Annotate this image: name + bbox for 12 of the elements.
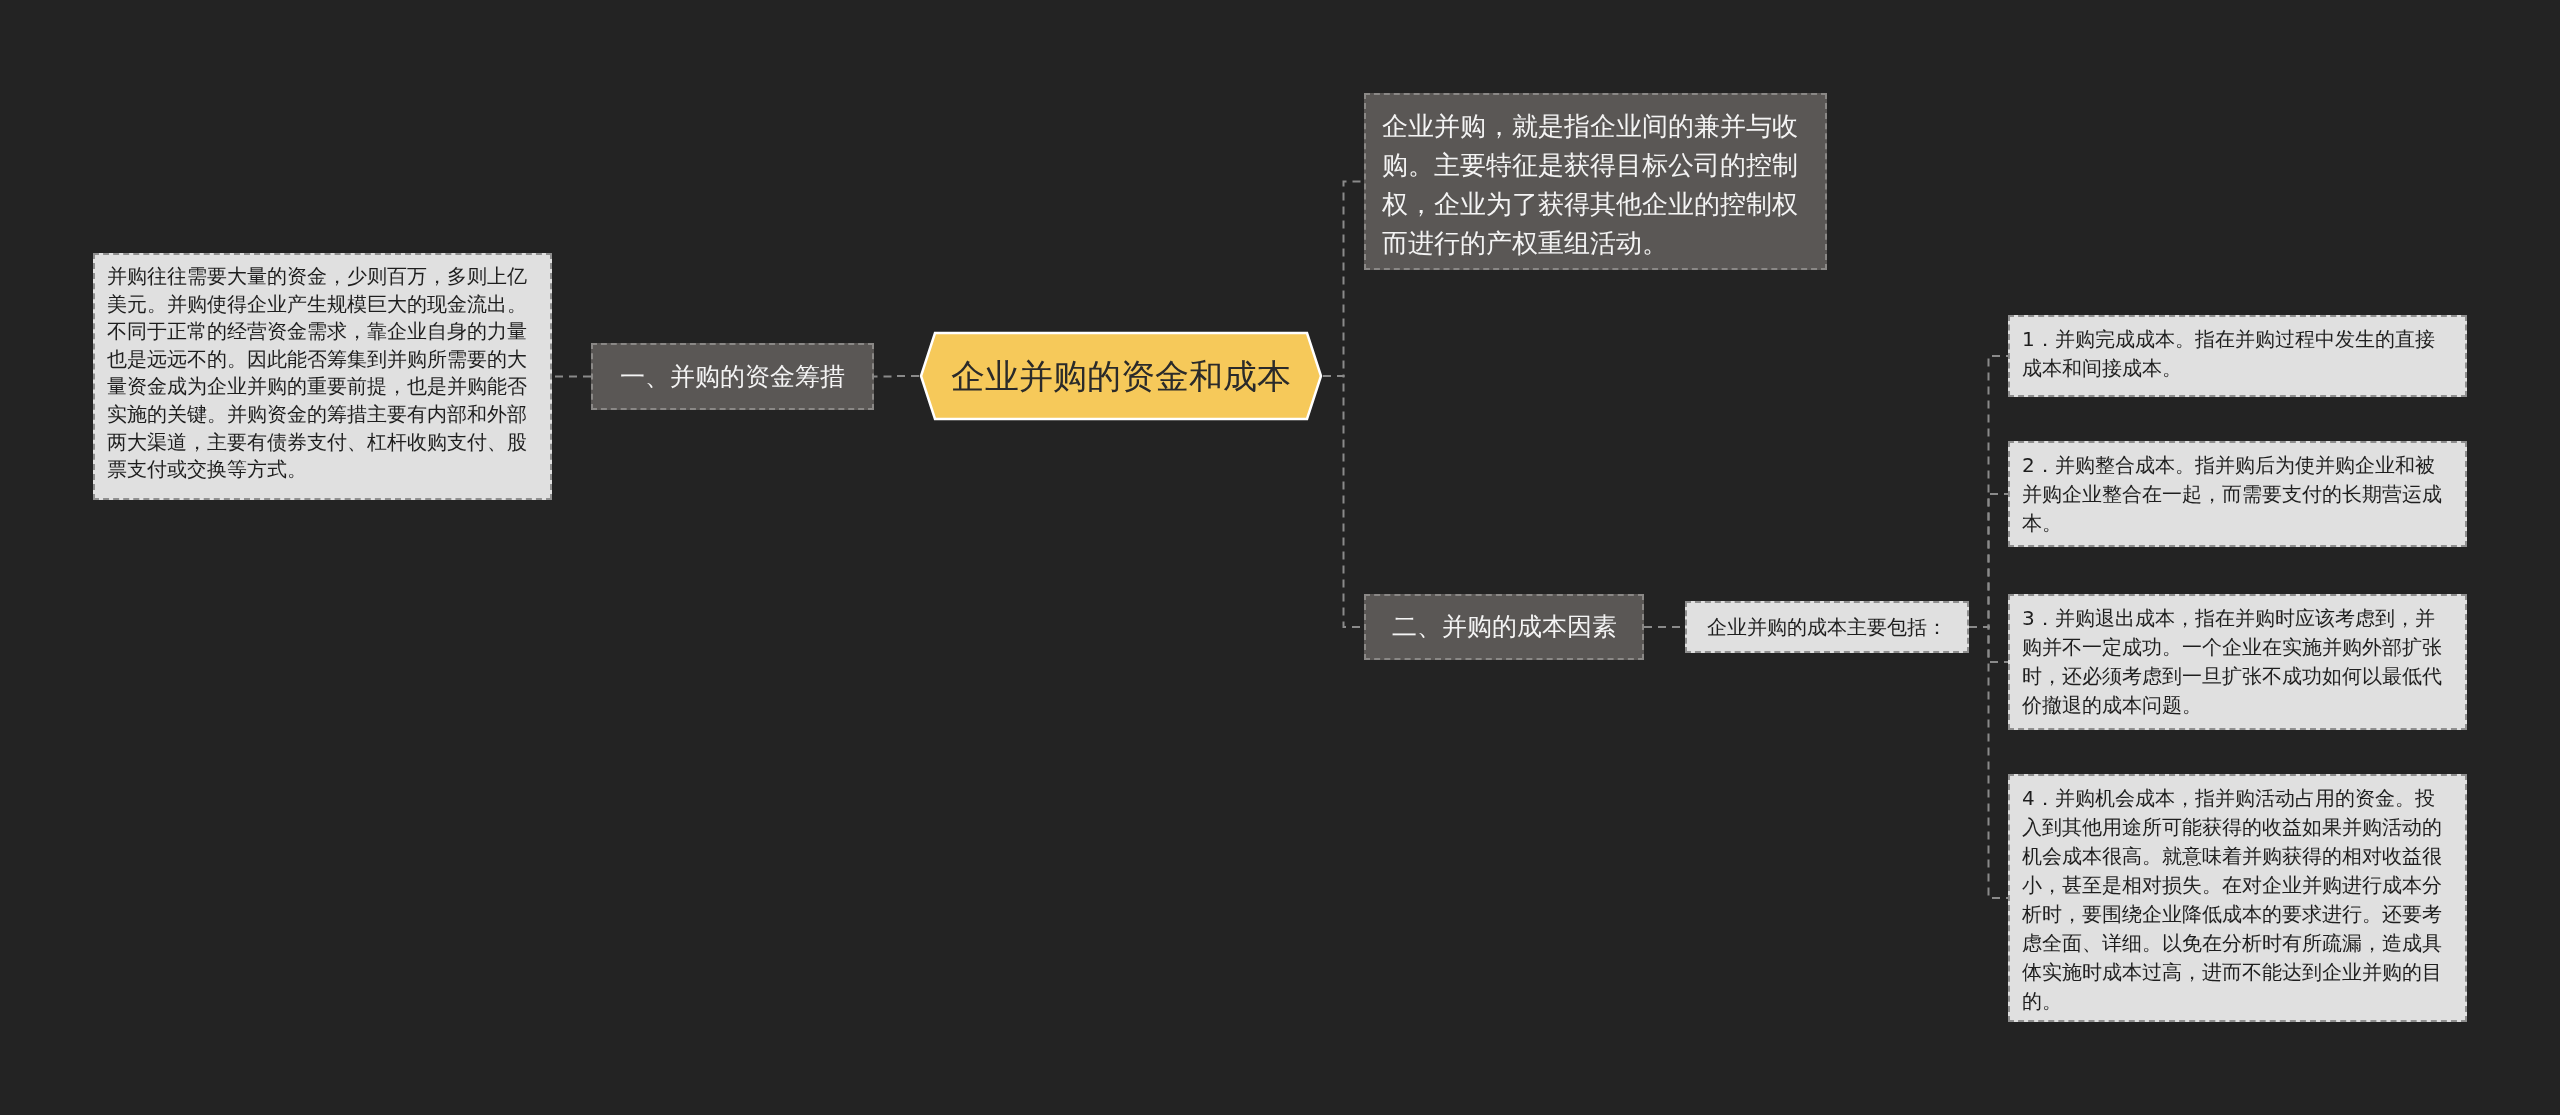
topic-box: 企业并购的成本主要包括： bbox=[1685, 601, 1969, 653]
topic-text: 并购往往需要大量的资金，少则百万，多则上亿美元。并购使得企业产生规模巨大的现金流出。不同于正常的经营资金需求，靠企业自身的力量也是远远不的。因此能否筹集到并购所需要的大量资金成为企业并购的重要前提，也是并购能否实施的关键。并购资金的筹措主要有内部和外部两大渠道，主要有债券支付、杠杆收购支付、股票支付或交换等方式。 bbox=[93, 253, 552, 500]
connector bbox=[1968, 626, 2009, 899]
topic-text: 企业并购，就是指企业间的兼并与收购。主要特征是获得目标公司的控制权，企业为了获得其他企业的控制权而进行的产权重组活动。 bbox=[1364, 93, 1827, 270]
topic-text: 4．并购机会成本，指并购活动占用的资金。投入到其他用途所可能获得的收益如果并购活动的机会成本很高。就意味着并购获得的相对收益很小，甚至是相对损失。在对企业并购进行成本分析时，要围绕企业降低成本的要求进行。还要考虑全面、详细。以免在分析时有所疏漏，造成具体实施时成本过高，进而不能达到企业并购的目的。 bbox=[2008, 774, 2467, 1022]
topic-text: 1．并购完成成本。指在并购过程中发生的直接成本和间接成本。 bbox=[2008, 315, 2467, 397]
topic-box: 一、并购的资金筹措 bbox=[591, 343, 874, 410]
topic-box: 二、并购的成本因素 bbox=[1364, 594, 1644, 660]
topic-text: 2．并购整合成本。指并购后为使并购企业和被并购企业整合在一起，而需要支付的长期营运成本。 bbox=[2008, 441, 2467, 547]
topic-text: 3．并购退出成本，指在并购时应该考虑到，并购并不一定成功。一个企业在实施并购外部扩张时，还必须考虑到一旦扩张不成功如何以最低代价撤退的成本问题。 bbox=[2008, 594, 2467, 730]
central-topic: 企业并购的资金和成本 bbox=[919, 331, 1323, 421]
connector bbox=[873, 375, 920, 378]
